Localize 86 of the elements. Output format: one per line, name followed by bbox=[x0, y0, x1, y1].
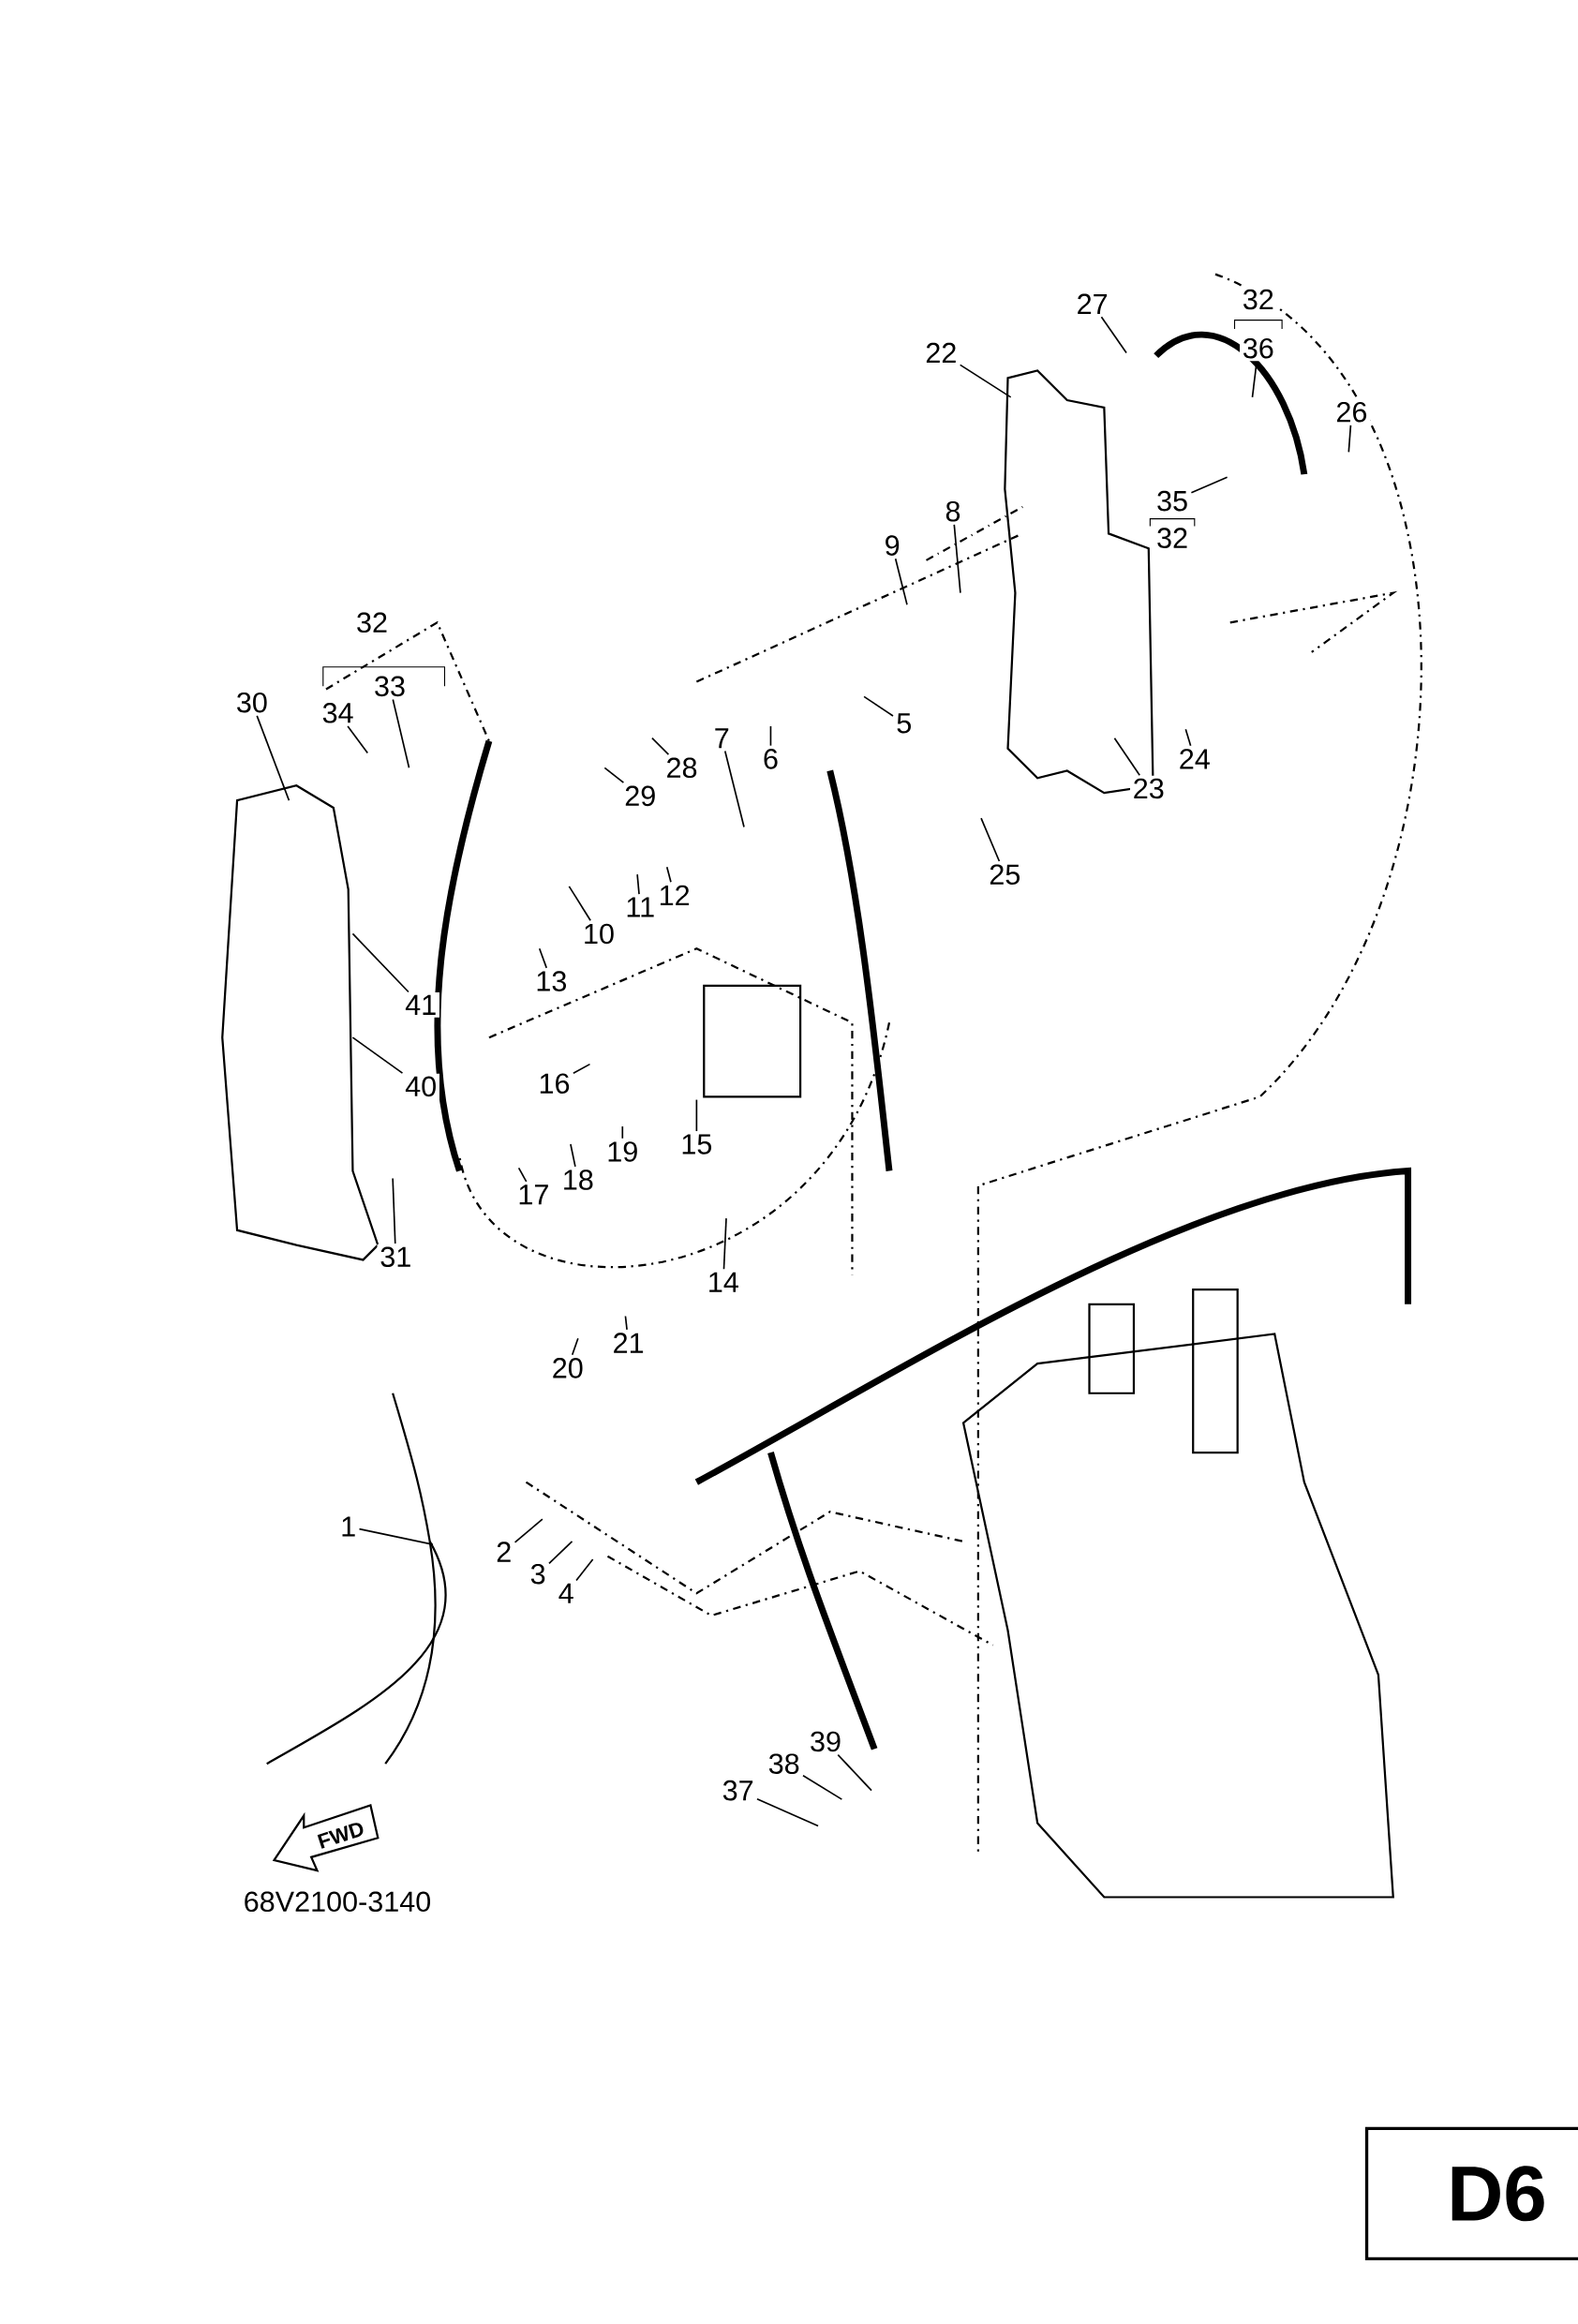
callout-number: 25 bbox=[986, 861, 1023, 887]
callout-number: 37 bbox=[719, 1778, 757, 1804]
leader-line bbox=[358, 1527, 434, 1545]
callout-number: 18 bbox=[558, 1167, 597, 1193]
leader-line bbox=[769, 725, 772, 747]
leader-line bbox=[538, 947, 547, 969]
leader-line bbox=[953, 524, 961, 594]
callout-number: 40 bbox=[402, 1073, 439, 1099]
leader-line bbox=[723, 750, 745, 828]
callout-number: 6 bbox=[759, 746, 782, 772]
callout-number: 27 bbox=[1073, 290, 1111, 317]
leader-line bbox=[1184, 728, 1192, 747]
leader-line bbox=[392, 698, 410, 769]
leader-line bbox=[514, 1518, 543, 1543]
leader-line bbox=[547, 1541, 573, 1565]
leader-line bbox=[863, 695, 894, 717]
callout-number: 30 bbox=[232, 690, 271, 716]
callout-number: 24 bbox=[1175, 746, 1213, 772]
leader-line bbox=[1113, 737, 1140, 777]
callout-number: 3 bbox=[527, 1561, 549, 1587]
leader-line bbox=[1190, 476, 1228, 494]
callout-number: 23 bbox=[1129, 775, 1168, 802]
callout-number: 26 bbox=[1332, 399, 1370, 425]
callout-number: 16 bbox=[535, 1070, 573, 1096]
callout-number: 32 bbox=[1239, 286, 1277, 313]
leader-line bbox=[636, 873, 640, 895]
leader-line bbox=[959, 364, 1012, 398]
leader-line bbox=[837, 1753, 872, 1792]
leader-line bbox=[574, 1558, 594, 1582]
leader-line bbox=[665, 866, 672, 884]
leader-line bbox=[755, 1797, 819, 1827]
leader-line bbox=[347, 725, 368, 754]
leader-line bbox=[801, 1774, 842, 1800]
callout-number: 35 bbox=[1154, 488, 1191, 514]
leader-line bbox=[621, 1125, 623, 1140]
callout-number: 39 bbox=[807, 1728, 844, 1755]
callout-number: 15 bbox=[677, 1131, 715, 1157]
leader-line bbox=[1100, 316, 1127, 354]
callout-number: 10 bbox=[580, 920, 618, 947]
callout-number: 20 bbox=[548, 1355, 587, 1381]
callout-number: 33 bbox=[371, 673, 409, 699]
leader-line bbox=[517, 1167, 528, 1183]
callout-number: 12 bbox=[655, 882, 693, 908]
callout-number: 5 bbox=[893, 710, 915, 737]
leader-line bbox=[603, 767, 624, 784]
leader-line bbox=[624, 1315, 628, 1331]
callout-number: 36 bbox=[1239, 335, 1277, 362]
leader-line bbox=[351, 1036, 404, 1075]
leader-line bbox=[351, 932, 409, 993]
leader-line bbox=[695, 1098, 697, 1132]
leader-line bbox=[1347, 425, 1352, 454]
callout-number: 4 bbox=[555, 1581, 577, 1606]
callout-number: 22 bbox=[922, 340, 960, 365]
callout-number: 21 bbox=[609, 1330, 648, 1356]
callout-number: 11 bbox=[622, 894, 658, 920]
direction-label: FWD bbox=[317, 1823, 364, 1849]
callout-number: 17 bbox=[514, 1182, 552, 1208]
leader-line bbox=[980, 817, 1001, 862]
callout-number: 2 bbox=[493, 1539, 514, 1565]
callout-number: 28 bbox=[662, 754, 701, 781]
leader-line bbox=[392, 1177, 396, 1244]
callout-number: 14 bbox=[704, 1269, 742, 1295]
part-number: 68V2100-3140 bbox=[245, 1891, 430, 1913]
callout-number: 13 bbox=[532, 968, 570, 994]
leader-line bbox=[569, 1143, 576, 1168]
callout-number: 8 bbox=[942, 499, 964, 525]
callout-number: 1 bbox=[337, 1513, 359, 1540]
callout-number: 38 bbox=[765, 1750, 803, 1777]
callout-number: 7 bbox=[710, 725, 733, 751]
callout-number: 32 bbox=[353, 609, 391, 635]
leader-line bbox=[722, 1217, 727, 1271]
leader-line bbox=[650, 737, 670, 755]
callout-number: 29 bbox=[621, 782, 659, 809]
callout-number: 19 bbox=[603, 1139, 641, 1165]
leader-line bbox=[894, 558, 908, 606]
leader-line bbox=[256, 715, 290, 801]
callout-number: 9 bbox=[881, 532, 903, 559]
callout-number: 32 bbox=[1154, 525, 1191, 551]
callout-number: 41 bbox=[402, 992, 439, 1018]
leader-line bbox=[568, 886, 591, 922]
callout-number: 31 bbox=[377, 1244, 414, 1270]
leader-line bbox=[571, 1337, 579, 1356]
leader-line bbox=[572, 1063, 591, 1074]
leader-line bbox=[1251, 361, 1258, 398]
callout-number: 34 bbox=[319, 700, 357, 726]
page-code-box: D6 bbox=[1364, 2126, 1578, 2260]
